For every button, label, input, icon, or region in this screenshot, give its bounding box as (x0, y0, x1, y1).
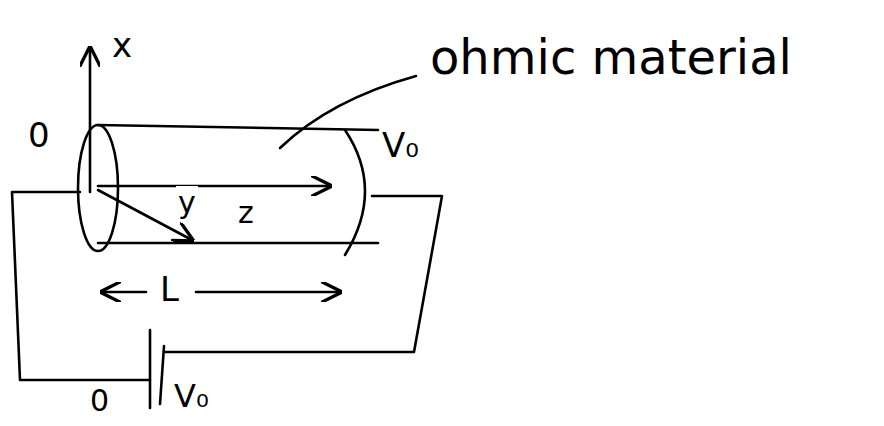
cylinder-end (78, 125, 118, 251)
cylinder-side (98, 125, 378, 130)
dimension-arrow (102, 291, 146, 294)
axis-label: z (236, 196, 256, 231)
dimension-label: L (158, 270, 181, 309)
cylinder-side (98, 242, 378, 245)
potential-label: 0 (26, 116, 52, 155)
potential-label: 0 (88, 384, 111, 419)
z-axis (98, 185, 330, 188)
wire (12, 192, 150, 380)
x-axis (89, 48, 92, 192)
battery-plate (160, 346, 164, 404)
axis-label: x (110, 26, 134, 65)
battery-plate (149, 330, 152, 408)
axis-label: y (176, 186, 198, 221)
material-label: ohmic material (428, 30, 794, 85)
potential-label: V₀ (172, 378, 211, 415)
potential-label: V₀ (380, 126, 421, 165)
cylinder-end (345, 130, 365, 255)
dimension-arrow (196, 291, 340, 294)
wire (164, 196, 442, 352)
